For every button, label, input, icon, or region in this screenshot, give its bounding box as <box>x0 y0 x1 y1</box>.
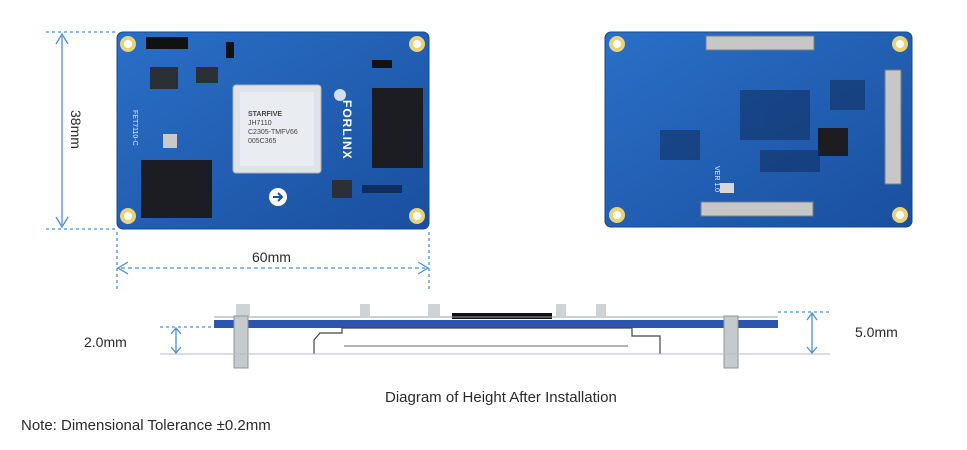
chip-label: STARFIVE JH7110 C2305-TMFV66 005C365 <box>248 110 318 146</box>
height-dimension-line <box>46 31 117 230</box>
width-label: 60mm <box>252 249 291 265</box>
left-height-label: 2.0mm <box>84 334 127 350</box>
board-model-label: FET7110-C <box>131 110 138 146</box>
mounting-hole <box>409 208 425 224</box>
board-connector-side <box>884 69 902 185</box>
height-label: 38mm <box>68 110 84 149</box>
side-view-diagram <box>160 304 830 369</box>
memory-chip <box>372 88 423 168</box>
side-view-pcb <box>214 320 778 328</box>
top-view-board <box>116 31 430 230</box>
standoff <box>233 315 249 369</box>
board-brand-label: FORLINX <box>340 100 354 160</box>
standoff <box>723 315 739 369</box>
side-view-caption: Diagram of Height After Installation <box>385 389 617 406</box>
board-logo-icon <box>334 89 346 101</box>
version-label: VER 1.0 <box>713 166 720 193</box>
board-connector-bottom <box>700 201 814 217</box>
right-height-label: 5.0mm <box>855 324 898 340</box>
mounting-hole <box>892 207 908 223</box>
tolerance-note: Note: Dimensional Tolerance ±0.2mm <box>21 417 271 434</box>
mounting-hole <box>120 208 136 224</box>
width-dimension-line <box>116 232 430 290</box>
chip-code: C2305-TMFV66 <box>248 129 298 136</box>
mounting-hole <box>120 36 136 52</box>
mounting-hole <box>892 36 908 52</box>
side-view-connector <box>313 327 661 354</box>
mounting-hole <box>609 207 625 223</box>
emmc-chip <box>141 160 212 218</box>
board-connector-top <box>705 35 815 51</box>
mounting-hole <box>409 36 425 52</box>
orientation-arrow-icon <box>269 188 287 206</box>
bottom-view-board <box>604 31 913 228</box>
chip-brand: STARFIVE <box>248 111 283 118</box>
chip-model: JH7110 <box>248 120 272 127</box>
mounting-hole <box>609 36 625 52</box>
chip-lot: 005C365 <box>248 138 277 145</box>
left-height-dimension <box>160 326 214 355</box>
right-height-dimension <box>778 311 830 355</box>
